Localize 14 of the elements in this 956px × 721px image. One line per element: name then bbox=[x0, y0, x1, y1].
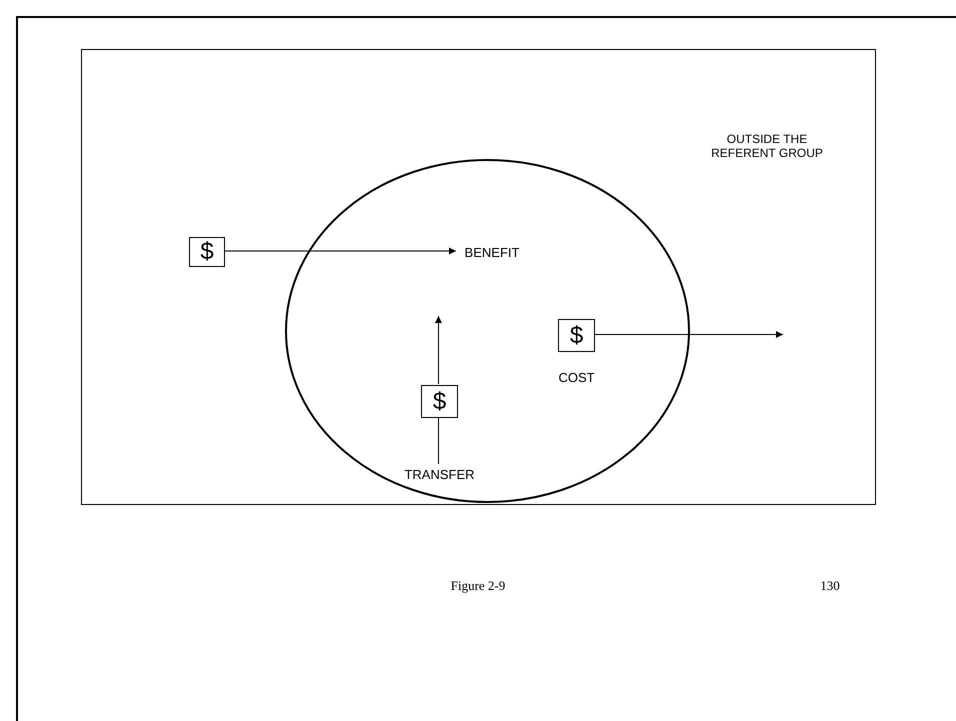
region-label: OUTSIDE THE REFERENT GROUP bbox=[710, 132, 824, 160]
dollar-box: $ bbox=[421, 385, 458, 418]
connector-line bbox=[438, 416, 439, 464]
dollar-box: $ bbox=[558, 319, 595, 352]
flow-label: BENEFIT bbox=[457, 244, 527, 260]
frame-rectangle bbox=[81, 49, 876, 505]
arrow bbox=[594, 331, 784, 338]
arrow bbox=[435, 316, 442, 384]
page-number: 130 bbox=[819, 577, 841, 595]
flow-label: TRANSFER bbox=[397, 465, 482, 483]
arrow bbox=[224, 248, 456, 254]
dollar-box: $ bbox=[189, 237, 225, 267]
flow-label: COST bbox=[557, 371, 596, 384]
figure-caption: Figure 2-9 bbox=[450, 577, 506, 595]
